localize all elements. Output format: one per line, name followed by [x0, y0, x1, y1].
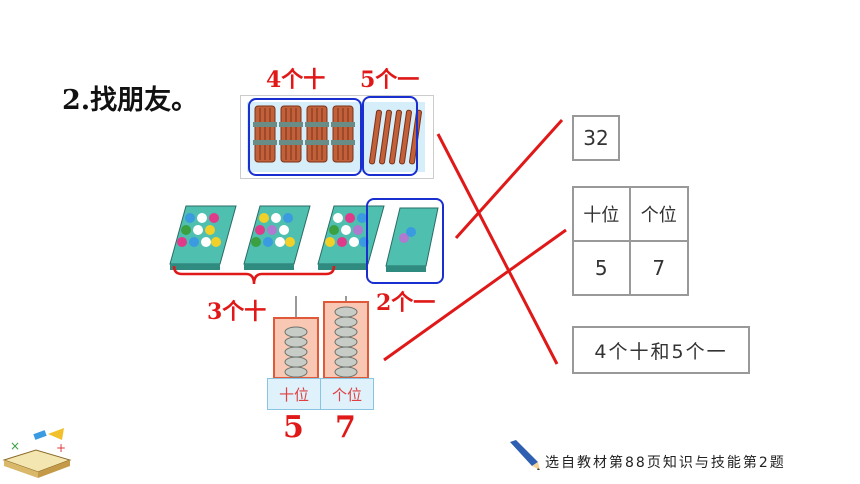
frame-tens-bundles	[248, 98, 362, 176]
label-five-ones: 5个一	[360, 67, 420, 93]
table-header-tens: 十位	[574, 188, 631, 242]
bundle-icon	[253, 105, 355, 163]
abacus-tens-digit: 5	[283, 410, 304, 445]
table-ones-value: 7	[652, 256, 666, 280]
svg-text:×: ×	[10, 439, 20, 453]
source-note: 选自教材第88页知识与技能第2题	[545, 455, 786, 471]
abacus-ones-label: 个位	[320, 378, 374, 410]
stick-bundles-picture	[240, 95, 434, 179]
abacus	[270, 296, 380, 380]
answer-box-32[interactable]: 32	[572, 115, 620, 161]
table-tens-value: 5	[574, 242, 631, 294]
svg-text:+: +	[56, 441, 66, 455]
pencil-icon	[506, 440, 542, 472]
table-header-ones: 个位	[630, 188, 687, 242]
label-three-tens: 3个十	[207, 299, 267, 325]
question-title: 2.找朋友。	[62, 85, 199, 116]
frame-ones-sticks	[362, 96, 418, 176]
label-two-ones: 2个一	[376, 290, 436, 316]
label-four-tens: 4个十	[266, 67, 326, 93]
answer-box-words[interactable]: 4个十和5个一	[572, 326, 750, 374]
brace-three-tens	[172, 264, 336, 286]
book-math-icon: × +	[0, 420, 80, 480]
abacus-ones-digit: 7	[335, 410, 356, 445]
frame-tray-ones	[366, 198, 444, 284]
answer-place-value-table[interactable]: 十位 个位 5 7	[572, 186, 689, 296]
